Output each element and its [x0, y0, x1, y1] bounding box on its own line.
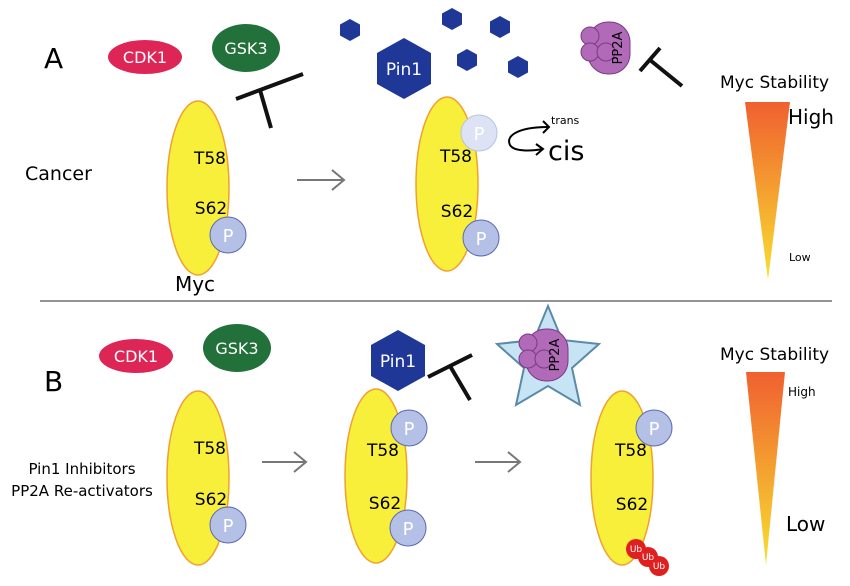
- stability-low-b: Low: [786, 512, 825, 536]
- panel-b-condition-line1: Pin1 Inhibitors: [28, 460, 135, 478]
- svg-text:T58: T58: [193, 439, 226, 459]
- phospho-s62-b1: P: [209, 506, 247, 544]
- svg-text:S62: S62: [195, 490, 227, 510]
- panel-a-condition: Cancer: [25, 163, 92, 185]
- svg-text:P: P: [649, 419, 660, 440]
- svg-text:Pin1: Pin1: [380, 352, 416, 372]
- svg-text:GSK3: GSK3: [215, 339, 258, 358]
- svg-text:P: P: [223, 226, 234, 247]
- panel-b-condition-line2: PP2A Re-activators: [11, 482, 153, 500]
- reaction-arrow-b1: [262, 451, 308, 473]
- inhibition-symbol-pp2a-a: [638, 46, 684, 88]
- svg-text:T58: T58: [439, 147, 472, 167]
- svg-text:Ub: Ub: [630, 545, 643, 555]
- svg-text:S62: S62: [195, 199, 227, 219]
- svg-text:S62: S62: [369, 494, 401, 514]
- cdk1-kinase-a: CDK1: [108, 40, 182, 74]
- svg-text:T58: T58: [614, 441, 647, 461]
- stability-gradient-a: [745, 102, 790, 280]
- pin1-cluster-a: Pin1: [340, 8, 528, 99]
- myc-protein-b2: P T58 S62 P: [344, 388, 428, 564]
- svg-text:CDK1: CDK1: [123, 48, 167, 67]
- panel-b: B Pin1 Inhibitors PP2A Re-activators CDK…: [11, 303, 829, 576]
- panel-a-label: A: [44, 42, 63, 75]
- panel-a: A Cancer CDK1 GSK3 Pin1: [25, 8, 834, 296]
- stability-high-b: High: [788, 385, 816, 399]
- myc-protein-b1: T58 S62 P: [166, 390, 247, 566]
- phospho-s62-b2: P: [389, 509, 427, 547]
- svg-text:Ub: Ub: [653, 562, 666, 572]
- inhibition-symbol-gsk3-a: [235, 72, 304, 129]
- trans-label: trans: [551, 114, 580, 127]
- svg-text:GSK3: GSK3: [224, 39, 267, 58]
- ubiquitin-chain: Ub Ub Ub: [626, 539, 669, 576]
- isomerization-arrow: [508, 120, 551, 156]
- svg-text:Pin1: Pin1: [386, 60, 422, 80]
- phospho-t58-fading-a2: P: [460, 114, 498, 152]
- myc-protein-b3: P T58 S62 Ub Ub Ub: [590, 390, 673, 576]
- gsk3-kinase-a: GSK3: [212, 24, 280, 72]
- stability-low-a: Low: [789, 251, 811, 264]
- svg-text:T58: T58: [366, 441, 399, 461]
- phospho-t58-b2: P: [390, 409, 428, 447]
- stability-title-b: Myc Stability: [720, 345, 829, 365]
- myc-protein-a1: T58 S62 P Myc: [166, 100, 247, 296]
- svg-text:S62: S62: [441, 202, 473, 222]
- cdk1-kinase-b: CDK1: [99, 339, 173, 373]
- gsk3-kinase-b: GSK3: [203, 324, 271, 372]
- pin1-hexagon-a: Pin1: [377, 38, 431, 99]
- pp2a-reactivated-star: PP2A: [494, 303, 602, 408]
- cis-label: cis: [548, 136, 584, 167]
- svg-text:P: P: [404, 419, 415, 440]
- reaction-arrow-b2: [475, 451, 522, 473]
- myc-protein-a2: P T58 S62 P: [415, 96, 500, 272]
- svg-text:P: P: [476, 229, 487, 250]
- svg-text:S62: S62: [616, 495, 648, 515]
- inhibition-symbol-pin1-b: [427, 353, 473, 402]
- svg-text:PP2A: PP2A: [548, 338, 563, 371]
- stability-high-a: High: [788, 105, 834, 129]
- svg-text:P: P: [403, 519, 414, 540]
- reaction-arrow-a: [297, 169, 346, 191]
- phospho-t58-b3: P: [635, 409, 673, 447]
- phospho-s62-a1: P: [209, 216, 247, 254]
- svg-text:Ub: Ub: [642, 553, 655, 563]
- svg-text:P: P: [223, 516, 234, 537]
- myc-label: Myc: [175, 272, 215, 296]
- stability-title-a: Myc Stability: [720, 73, 829, 93]
- pin1-hexagon-b: Pin1: [371, 330, 425, 391]
- stability-gradient-b: [746, 372, 785, 565]
- panel-b-label: B: [44, 365, 63, 398]
- svg-text:T58: T58: [193, 149, 226, 169]
- svg-text:P: P: [474, 124, 485, 145]
- svg-text:CDK1: CDK1: [114, 347, 158, 366]
- phospho-s62-a2: P: [462, 219, 500, 257]
- pp2a-phosphatase-a: PP2A: [580, 21, 631, 75]
- svg-text:PP2A: PP2A: [611, 31, 626, 64]
